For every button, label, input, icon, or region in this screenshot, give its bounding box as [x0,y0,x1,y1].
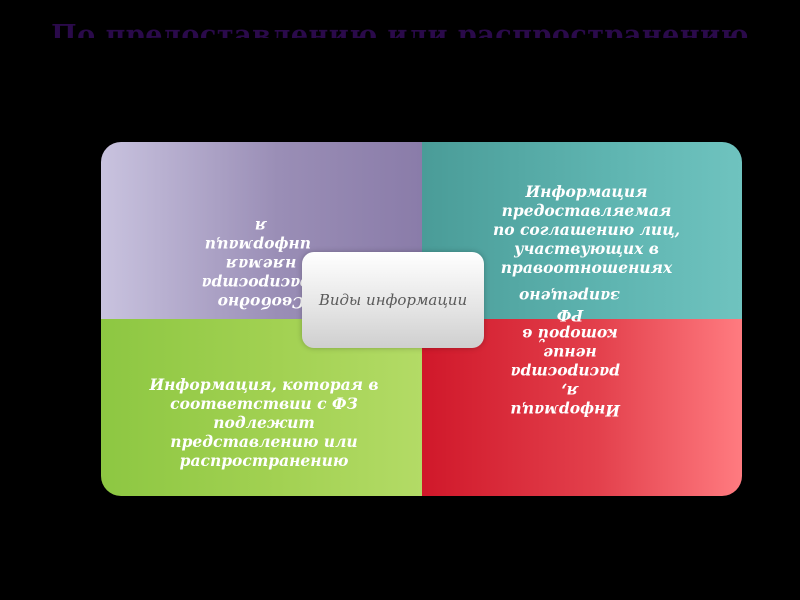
quadrant-prohibited-text: Информаци я, распростра нение которой в … [510,287,620,420]
quadrant-by-agreement-text: Информация предоставляемая по соглашению… [492,182,681,277]
information-types-diagram: Свободно распростра няемая информаци я И… [101,142,742,496]
quadrant-mandatory-disclosure: Информация, которая в соответствии с ФЗ … [101,319,422,496]
center-node: Виды информации [302,252,484,348]
slide-title: По предоставлению или распространению [51,20,749,38]
quadrant-freely-distributed-text: Свободно распростра няемая информаци я [201,217,311,312]
center-node-label: Виды информации [318,291,468,309]
quadrant-mandatory-disclosure-text: Информация, которая в соответствии с ФЗ … [149,375,379,470]
quadrant-prohibited [421,319,742,496]
